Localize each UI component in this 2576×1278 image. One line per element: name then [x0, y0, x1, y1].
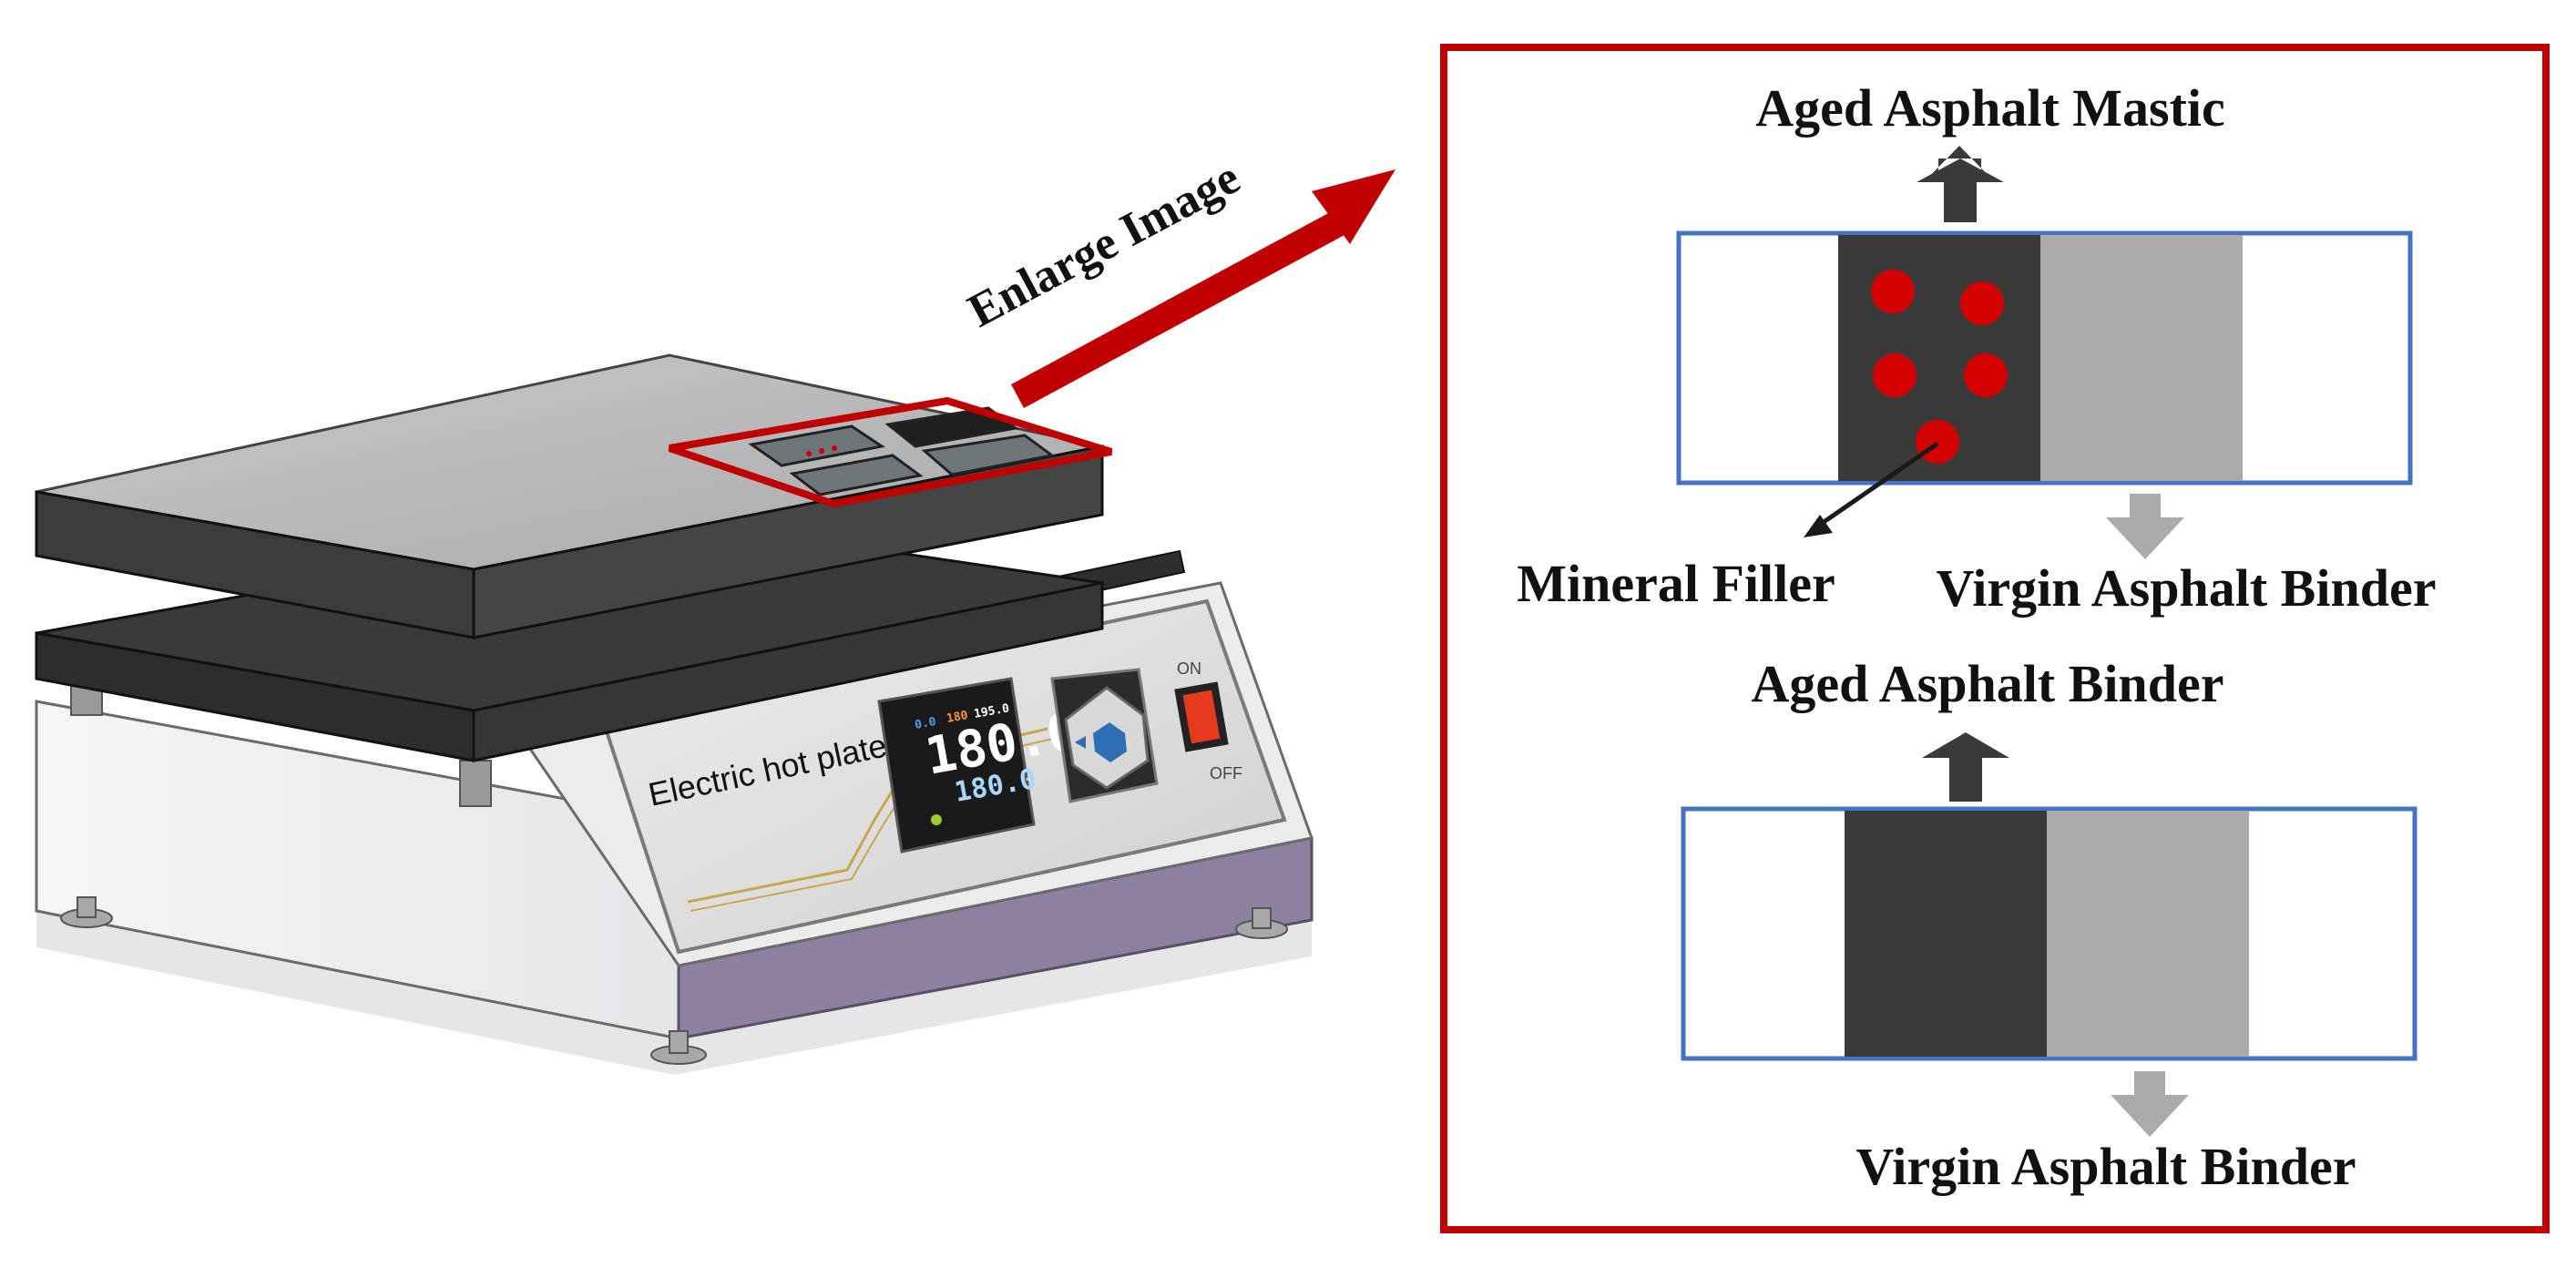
- mineral-filler-label: Mineral Filler: [1517, 554, 1835, 613]
- display-power-indicator: [931, 814, 942, 825]
- electric-hot-plate-illustration: Electric hot plate 0.0 180 195.0 180.0 1…: [35, 353, 1314, 1075]
- display-top-right: 195.0: [973, 701, 1010, 721]
- switch-off-label: OFF: [1210, 764, 1242, 782]
- virgin-binder-layer-bottom: [2047, 811, 2249, 1057]
- virgin-asphalt-binder-label-top: Virgin Asphalt Binder: [1937, 558, 2437, 618]
- virgin-asphalt-binder-label-bottom: Virgin Asphalt Binder: [1856, 1137, 2356, 1196]
- temperature-display: 0.0 180 195.0 180.0 180.0: [877, 677, 1082, 854]
- keypad-left-arrow-icon: [1075, 736, 1086, 749]
- up-arrow-icon: [1922, 732, 2009, 802]
- virgin-binder-layer-top: [2040, 235, 2243, 481]
- top-sample-group: Aged Asphalt Mastic: [1517, 78, 2436, 618]
- aged-binder-layer: [1845, 811, 2047, 1057]
- keypad-center-button: [1093, 722, 1127, 762]
- down-arrow-icon: [2111, 1071, 2189, 1137]
- enlarged-view-panel: Aged Asphalt Mastic: [1440, 44, 2550, 1233]
- aged-asphalt-mastic-label: Aged Asphalt Mastic: [1755, 78, 2225, 138]
- switch-on-label: ON: [1177, 659, 1201, 678]
- display-top-mid: 180: [946, 709, 969, 726]
- control-keypad: [1050, 668, 1159, 803]
- aged-asphalt-binder-label: Aged Asphalt Binder: [1752, 654, 2224, 713]
- filler-particle: [1873, 353, 1917, 397]
- bottom-sample-group: Aged Asphalt Binder Virgin Asphalt Binde…: [1681, 654, 2418, 1196]
- filler-particle: [1964, 353, 2008, 397]
- highlight-region: [668, 396, 1113, 508]
- enlarge-arrow: Enlarge Image: [960, 151, 1395, 408]
- filler-particle: [1916, 420, 1959, 464]
- filler-leader-arrowhead: [1804, 515, 1833, 537]
- down-arrow-icon: [2106, 494, 2184, 559]
- sample-trays: [748, 406, 1056, 496]
- display-top-left: 0.0: [914, 715, 937, 732]
- filler-particle: [1960, 281, 2004, 325]
- power-switch: ON OFF: [1174, 659, 1242, 782]
- filler-particle: [1871, 270, 1915, 313]
- filler-leader-line: [1815, 441, 1939, 529]
- enlarge-arrow-icon: [1011, 211, 1344, 408]
